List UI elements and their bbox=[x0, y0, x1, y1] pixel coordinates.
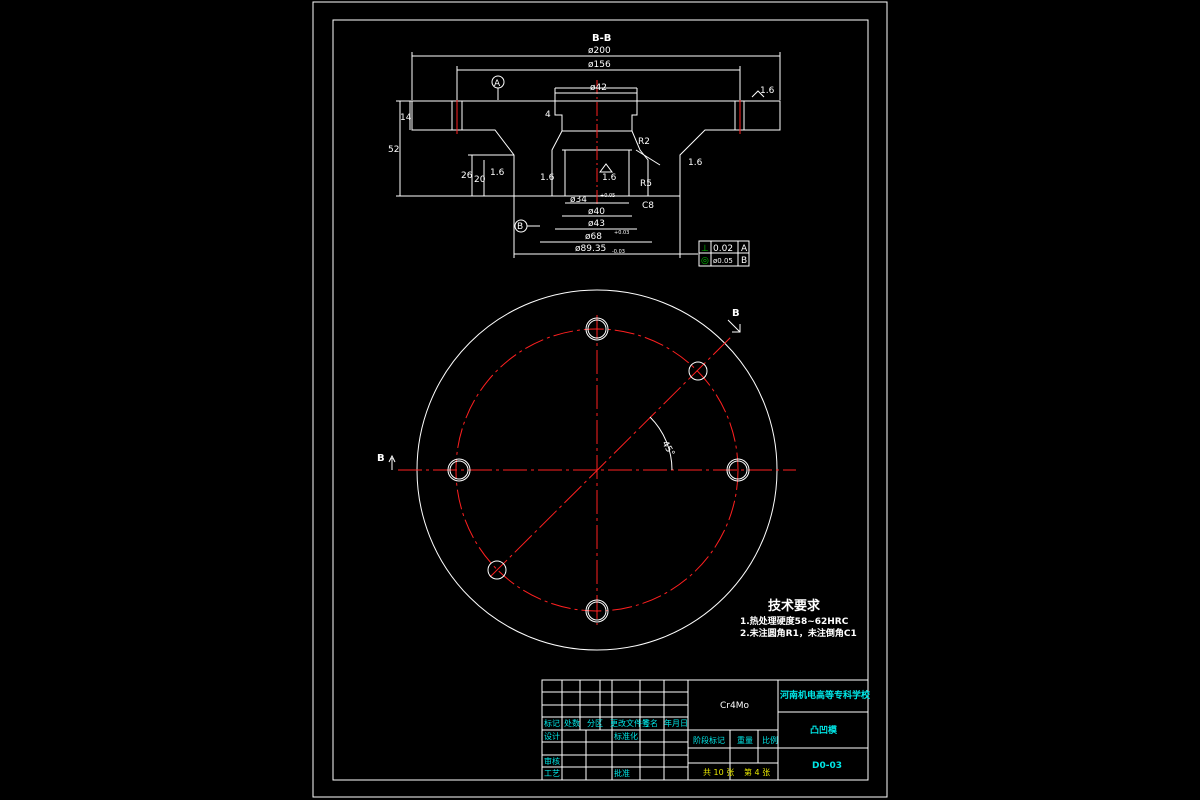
hole-right bbox=[726, 458, 750, 482]
roughness-3: 1.6 bbox=[540, 173, 555, 183]
tb-h-doc: 更改文件号 bbox=[610, 718, 650, 728]
hole-top bbox=[585, 317, 609, 341]
diagonal-centerline bbox=[489, 334, 734, 578]
tb-material: Cr4Mo bbox=[720, 701, 749, 711]
req-item-1: 1.热处理硬度58~62HRC bbox=[740, 615, 849, 627]
dim-d40: ø40 bbox=[588, 207, 605, 217]
dim-d89-tol: -0.03 bbox=[612, 249, 625, 255]
tolerance-frame: ⊥ 0.02 A ◎ ø0.05 B bbox=[698, 240, 750, 267]
tb-approve: 批准 bbox=[614, 768, 630, 778]
dim-h4: 4 bbox=[545, 110, 551, 120]
tb-h-count: 处数 bbox=[564, 718, 580, 728]
dim-d68: ø68 bbox=[585, 232, 602, 242]
flange-right-hatch bbox=[743, 100, 781, 131]
dim-d68-tol: +0.03 bbox=[614, 230, 629, 236]
tb-drawing-no: D0-03 bbox=[812, 761, 842, 771]
tb-designer: 设计 bbox=[544, 731, 560, 741]
section-marker-left: B bbox=[377, 453, 385, 464]
angle-arc bbox=[649, 416, 673, 471]
tb-weight: 重量 bbox=[737, 735, 753, 745]
req-title: 技术要求 bbox=[768, 598, 821, 614]
section-marker-right: B bbox=[732, 308, 740, 319]
tb-h-sign: 签名 bbox=[642, 718, 658, 728]
hole-ne bbox=[688, 361, 708, 381]
tb-scale: 比例 bbox=[762, 735, 778, 745]
tb-h-mark: 标记 bbox=[544, 718, 560, 728]
dim-d34-tol: +0.05 bbox=[600, 193, 615, 199]
tb-h-zone: 分区 bbox=[587, 719, 603, 728]
dim-r5: R5 bbox=[640, 179, 652, 189]
dim-h52: 52 bbox=[388, 145, 399, 155]
tol-row1-datum: A bbox=[741, 244, 748, 254]
tb-part-name: 凸凹模 bbox=[810, 724, 838, 736]
tb-h-date: 年月日 bbox=[664, 718, 688, 728]
dim-c8: C8 bbox=[642, 201, 654, 211]
tb-school: 河南机电高等专科学校 bbox=[780, 689, 871, 701]
roughness-2: 1.6 bbox=[490, 168, 505, 178]
flange-left-hatch bbox=[411, 100, 453, 131]
dim-d42: ø42 bbox=[590, 83, 607, 93]
plan-view: 45° B B bbox=[377, 289, 796, 651]
dim-d43: ø43 bbox=[588, 219, 605, 229]
section-view: B-B ø200 ø156 ø42 bbox=[388, 33, 781, 267]
technical-requirements: 技术要求 1.热处理硬度58~62HRC 2.未注圆角R1，未注倒角C1 bbox=[740, 598, 857, 639]
roughness-1: 1.6 bbox=[760, 86, 775, 96]
dim-d156: ø156 bbox=[588, 60, 611, 70]
tb-reviewer: 审核 bbox=[544, 756, 560, 766]
hole-left bbox=[447, 458, 471, 482]
tol-row2-symbol: ◎ bbox=[701, 256, 709, 266]
tb-process: 工艺 bbox=[544, 769, 560, 778]
hole-bottom bbox=[585, 599, 609, 623]
dim-d200: ø200 bbox=[588, 46, 611, 56]
tol-row1-symbol: ⊥ bbox=[701, 244, 709, 254]
dim-h26: 26 bbox=[461, 171, 473, 181]
tol-row1-value: 0.02 bbox=[713, 244, 733, 254]
roughness-5: 1.6 bbox=[688, 158, 703, 168]
title-block: Cr4Mo 河南机电高等专科学校 凸凹模 D0-03 标记 处数 分区 更改文件… bbox=[541, 679, 871, 781]
tb-stage-mark: 阶段标记 bbox=[693, 735, 725, 745]
tb-sheet-no: 第 4 张 bbox=[744, 767, 770, 777]
angle-45: 45° bbox=[659, 440, 676, 459]
inner-border bbox=[332, 19, 869, 781]
hole-sw bbox=[487, 560, 507, 580]
roughness-4: 1.6 bbox=[602, 173, 617, 183]
dim-h14: 14 bbox=[400, 113, 412, 123]
datum-b-label: B bbox=[517, 222, 523, 232]
tb-total-sheets: 共 10 张 bbox=[703, 768, 734, 777]
section-label: B-B bbox=[592, 33, 611, 44]
dim-r2: R2 bbox=[638, 137, 650, 147]
dim-h20: 20 bbox=[474, 175, 486, 185]
dim-d34: ø34 bbox=[570, 195, 587, 205]
dim-d89: ø89.35 bbox=[575, 244, 606, 254]
tol-row2-value: ø0.05 bbox=[713, 257, 733, 265]
tb-standard: 标准化 bbox=[614, 731, 638, 741]
tol-row2-datum: B bbox=[741, 256, 747, 266]
datum-a-label: A bbox=[494, 79, 501, 89]
req-item-2: 2.未注圆角R1，未注倒角C1 bbox=[740, 627, 857, 639]
outer-border bbox=[312, 1, 888, 798]
